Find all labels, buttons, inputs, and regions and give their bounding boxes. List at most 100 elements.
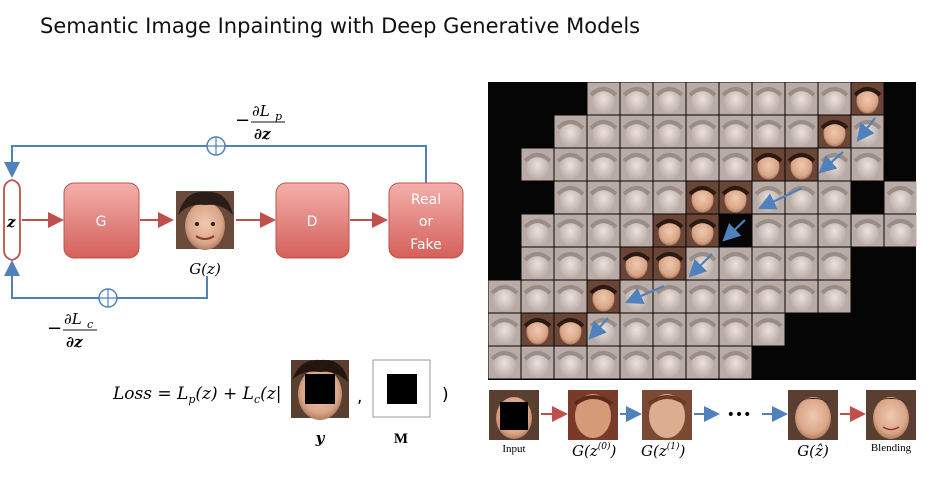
mosaic-face-tile — [752, 247, 785, 280]
mosaic-face-tile — [818, 82, 851, 115]
mosaic-face-tile — [587, 115, 620, 148]
mosaic-face-tile — [587, 148, 620, 181]
pipeline-g1-image — [642, 390, 692, 440]
svg-text:z: z — [6, 213, 16, 231]
mosaic-face-tile — [554, 280, 587, 313]
mosaic-face-tile — [752, 82, 785, 115]
mosaic-face-tile — [851, 115, 884, 148]
mosaic-face-tile — [554, 115, 587, 148]
mosaic-face-tile — [521, 313, 554, 346]
svg-text:Loss = Lp(z) + Lc(z|: Loss = Lp(z) + Lc(z| — [112, 384, 281, 406]
svg-text:M: M — [394, 431, 408, 447]
top-sum-node — [206, 136, 226, 156]
mosaic-face-tile — [521, 148, 554, 181]
mosaic-face-tile — [785, 115, 818, 148]
mosaic-face-tile — [851, 214, 884, 247]
mask-m — [372, 359, 431, 418]
mosaic-face-tile — [818, 247, 851, 280]
mosaic-trajectory-arrow — [758, 187, 803, 210]
mosaic-face-tile — [620, 313, 653, 346]
inpainting-pipeline: Input G(z(0)) G(z(1)) ••• G(ẑ) — [489, 390, 916, 460]
svg-text:G: G — [96, 214, 107, 230]
mosaic-face-tile — [587, 346, 620, 379]
mosaic-face-tile — [752, 214, 785, 247]
mosaic-face-tile — [686, 82, 719, 115]
mosaic-face-tile — [653, 148, 686, 181]
mosaic-face-tile — [686, 280, 719, 313]
mosaic-face-tile — [686, 346, 719, 379]
generator-box: G — [63, 182, 140, 259]
z-vector: z — [3, 179, 21, 261]
svg-text:Real: Real — [411, 192, 441, 208]
mosaic-face-tile — [686, 115, 719, 148]
mosaic-face-tile — [620, 148, 653, 181]
mosaic-face-tile — [587, 247, 620, 280]
mosaic-face-tile — [554, 346, 587, 379]
mosaic-face-tile — [620, 181, 653, 214]
mosaic-face-tile — [785, 148, 818, 181]
svg-text:−: − — [235, 110, 250, 131]
mosaic-face-tile — [653, 313, 686, 346]
svg-text:p: p — [275, 110, 282, 123]
mosaic-face-tile — [752, 313, 785, 346]
pipeline-g0-label: G(z(0)) — [572, 441, 617, 460]
mosaic-face-tile — [686, 181, 719, 214]
loss-equation: Loss = Lp(z) + Lc(z| , ) y M — [112, 359, 449, 447]
svg-text:D: D — [307, 214, 318, 230]
mosaic-face-tile — [521, 214, 554, 247]
mosaic-face-tile — [686, 313, 719, 346]
mosaic-face-tile — [554, 313, 587, 346]
mosaic-face-tile — [818, 181, 851, 214]
mosaic-face-tile — [587, 214, 620, 247]
mosaic-face-tile — [719, 280, 752, 313]
mosaic-face-tile — [818, 214, 851, 247]
pipeline-ellipsis: ••• — [727, 407, 752, 423]
svg-text:Fake: Fake — [410, 237, 442, 253]
mosaic-face-tile — [620, 115, 653, 148]
mosaic-face-tile — [620, 280, 653, 313]
gz-label: G(z) — [189, 260, 221, 278]
pipeline-blending-image — [866, 390, 916, 440]
mosaic-face-tile — [884, 214, 917, 247]
pipeline-g0-image — [568, 390, 618, 440]
pipeline-g1-label: G(z(1)) — [641, 441, 686, 460]
mosaic-face-tile — [752, 115, 785, 148]
mosaic-face-tile — [785, 247, 818, 280]
slide-title: Semantic Image Inpainting with Deep Gene… — [40, 14, 641, 38]
mosaic-face-tile — [818, 280, 851, 313]
mosaic-face-tile — [488, 313, 521, 346]
bottom-sum-node — [98, 288, 118, 308]
mosaic-face-tile — [587, 82, 620, 115]
grad-lc-label: − ∂L c ∂z — [47, 310, 97, 351]
pipeline-input-image — [489, 390, 539, 440]
mosaic-face-tile — [719, 115, 752, 148]
pipeline-ghat-image — [788, 390, 838, 440]
mosaic-face-tile — [653, 346, 686, 379]
svg-text:): ) — [442, 385, 449, 405]
mosaic-face-tile — [653, 115, 686, 148]
mosaic-face-tile — [620, 214, 653, 247]
mosaic-face-tile — [653, 214, 686, 247]
mosaic-face-tile — [785, 82, 818, 115]
mosaic-face-tile — [719, 247, 752, 280]
svg-text:G(z): G(z) — [189, 260, 221, 278]
mosaic-face-tile — [719, 82, 752, 115]
mosaic-face-tile — [653, 280, 686, 313]
mosaic-trajectory-arrow — [818, 151, 844, 174]
pipeline-input-label: Input — [502, 443, 525, 455]
mosaic-trajectory-arrow — [722, 219, 746, 242]
mosaic-face-tile — [620, 247, 653, 280]
mosaic-face-tile — [653, 181, 686, 214]
mosaic-face-tile — [818, 115, 851, 148]
discriminator-box: D — [275, 182, 350, 259]
svg-text:∂L: ∂L — [64, 310, 82, 328]
mosaic-face-tile — [620, 346, 653, 379]
mosaic-face-tile — [587, 280, 620, 313]
mosaic-face-tile — [653, 82, 686, 115]
mosaic-face-tile — [785, 214, 818, 247]
mosaic-face-tile — [719, 148, 752, 181]
mosaic-face-tile — [752, 148, 785, 181]
mosaic-face-tile — [851, 148, 884, 181]
svg-text:∂z: ∂z — [66, 333, 83, 351]
grad-lp-label: − ∂L p ∂z — [235, 102, 285, 143]
